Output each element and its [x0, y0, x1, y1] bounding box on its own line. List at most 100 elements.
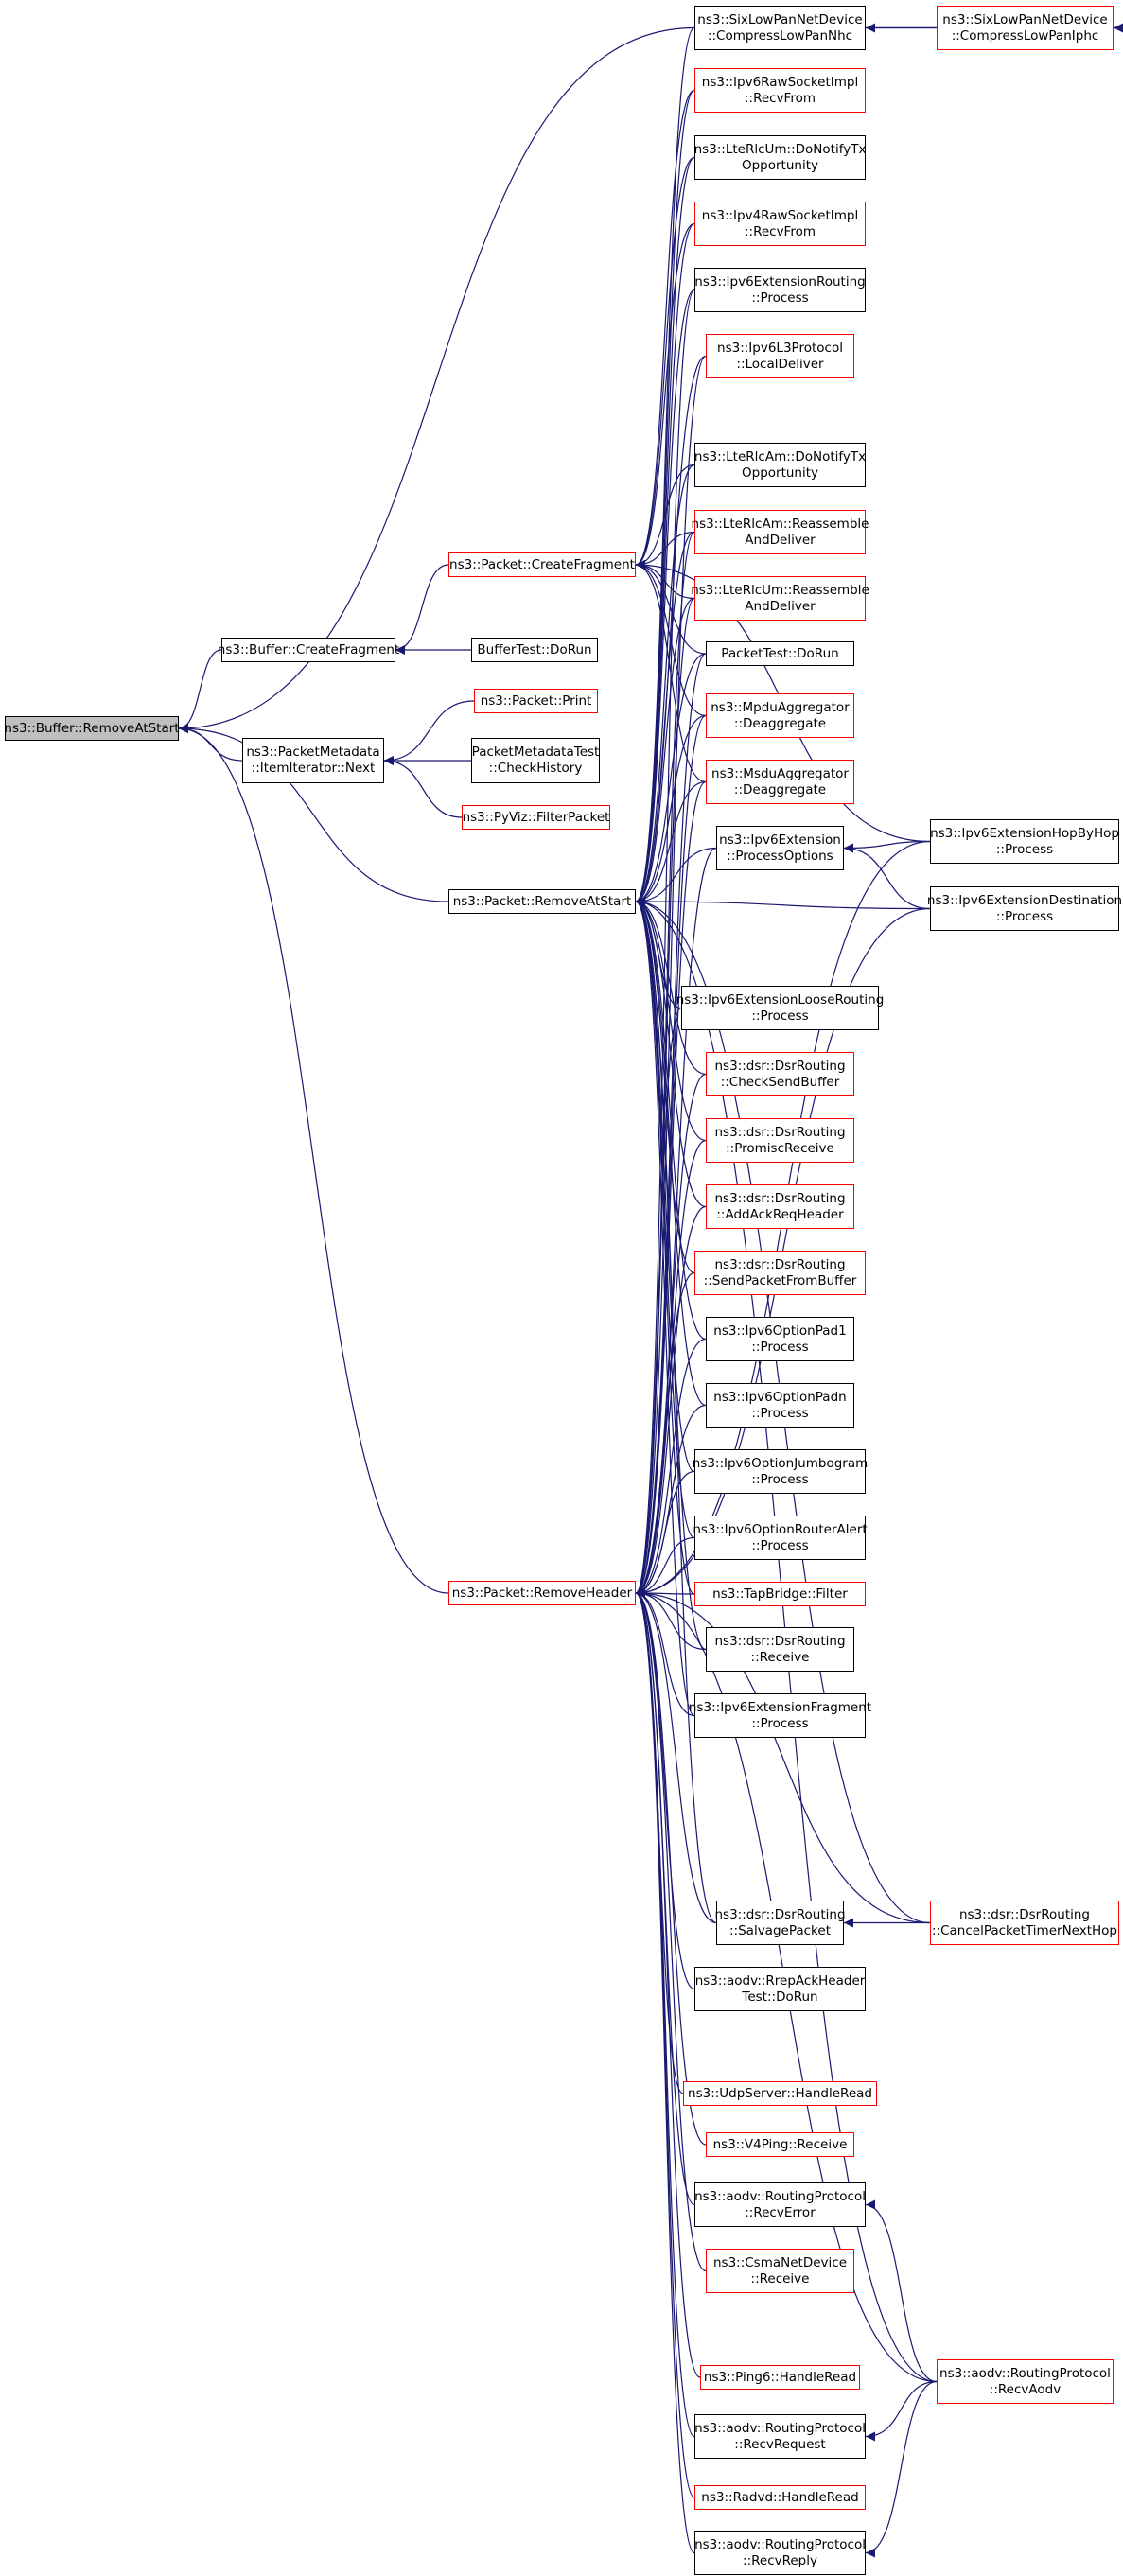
- edge-mpdu-to-pkt_ras: [635, 714, 707, 906]
- node-dsrrouting-cancelpackettimernexthop[interactable]: ns3::dsr::DsrRouting ::CancelPacketTimer…: [930, 1901, 1119, 1945]
- edge-pkttest-to-pkt_cf: [635, 560, 707, 655]
- edge-pm_next-to-root: [178, 724, 243, 762]
- edge-ipv6frag-to-pkt_rh: [635, 1588, 695, 1717]
- node-ipv6extensiondestination-process[interactable]: ns3::Ipv6ExtensionDestination ::Process: [927, 886, 1122, 931]
- node-aodv-recvaodv[interactable]: ns3::aodv::RoutingProtocol ::RecvAodv: [937, 2359, 1114, 2404]
- node-packettest-dorun[interactable]: PacketTest::DoRun: [706, 641, 854, 666]
- node-mpduaggregator-deaggregate[interactable]: ns3::MpduAggregator ::Deaggregate: [706, 693, 854, 738]
- node-packet-print[interactable]: ns3::Packet::Print: [474, 689, 598, 713]
- edge-pkt_print-to-pm_next: [383, 700, 475, 765]
- edge-ping6-to-pkt_rh: [635, 1588, 701, 2378]
- node-dsrrouting-addackreqheader[interactable]: ns3::dsr::DsrRouting ::AddAckReqHeader: [706, 1184, 854, 1229]
- edge-ipv6ext_routing-to-pkt_ras: [635, 289, 695, 906]
- node-dsrrouting-receive[interactable]: ns3::dsr::DsrRouting ::Receive: [706, 1627, 854, 1672]
- edge-pkt_cf-to-buffer_cf: [395, 564, 449, 655]
- edge-ipv4raw-to-pkt_cf: [635, 222, 695, 570]
- node-ipv6optionrouteralert-process[interactable]: ns3::Ipv6OptionRouterAlert ::Process: [693, 1516, 868, 1560]
- node-aodv-recvreply[interactable]: ns3::aodv::RoutingProtocol ::RecvReply: [694, 2531, 866, 2575]
- edge-lteum_tx-to-pkt_ras: [635, 156, 695, 906]
- edge-radvd-to-pkt_rh: [635, 1588, 695, 2498]
- edge-lteum_re-to-pkt_ras: [635, 597, 695, 906]
- node-dsrrouting-salvagepacket[interactable]: ns3::dsr::DsrRouting ::SalvagePacket: [714, 1901, 846, 1945]
- node-packet-remove-at-start[interactable]: ns3::Packet::RemoveAtStart: [448, 889, 636, 914]
- node-aodv-recvrequest[interactable]: ns3::aodv::RoutingProtocol ::RecvRequest: [694, 2414, 866, 2459]
- node-packetmetadata-next[interactable]: ns3::PacketMetadata ::ItemIterator::Next: [242, 738, 384, 783]
- node-dsrrouting-sendpacketfrombuffer[interactable]: ns3::dsr::DsrRouting ::SendPacketFromBuf…: [694, 1251, 866, 1295]
- edge-lteam_tx-to-pkt_ras: [635, 464, 695, 906]
- edge-aodv_raodv-to-aodv_rrepl: [865, 2380, 938, 2558]
- edge-ipv6ext_dest-to-pkt_ras: [635, 897, 931, 910]
- edge-dsr_aarh-to-pkt_rh: [635, 1205, 707, 1598]
- node-ltercam-donotifytx[interactable]: ns3::LteRlcAm::DoNotifyTx Opportunity: [694, 443, 866, 487]
- node-ipv6optionpadn-process[interactable]: ns3::Ipv6OptionPadn ::Process: [706, 1383, 854, 1428]
- node-packet-create-fragment[interactable]: ns3::Packet::CreateFragment: [448, 552, 636, 577]
- edge-pkt_ras-to-root: [178, 724, 449, 902]
- node-packet-remove-header[interactable]: ns3::Packet::RemoveHeader: [448, 1581, 636, 1605]
- node-ipv6rawsocket-recvfrom[interactable]: ns3::Ipv6RawSocketImpl ::RecvFrom: [694, 68, 866, 113]
- node-ltercum-donotifytx[interactable]: ns3::LteRlcUm::DoNotifyTx Opportunity: [694, 135, 866, 180]
- edge-aodv_rrepl-to-pkt_rh: [635, 1588, 695, 2554]
- node-ltercam-reassemble[interactable]: ns3::LteRlcAm::Reassemble AndDeliver: [692, 510, 869, 554]
- edge-ipv6l3-to-pkt_rh: [635, 355, 707, 1598]
- edge-jumbo-to-pkt_rh: [635, 1470, 695, 1598]
- node-ipv6extensionfragment-process[interactable]: ns3::Ipv6ExtensionFragment ::Process: [689, 1693, 871, 1738]
- edge-dsr_pr-to-pkt_ras: [635, 897, 707, 1142]
- edge-lteum_tx-to-pkt_cf: [635, 156, 695, 570]
- edge-pkttest-to-pkt_ras: [635, 653, 707, 906]
- edge-ipv6ext_loose-to-pkt_rh: [635, 1007, 682, 1598]
- node-packetmetadatatest-checkhistory[interactable]: PacketMetadataTest ::CheckHistory: [471, 738, 600, 783]
- node-radvd-handleread[interactable]: ns3::Radvd::HandleRead: [694, 2485, 866, 2510]
- edge-aodv_rreq-to-pkt_rh: [635, 1588, 695, 2438]
- edge-aodv_raodv-to-aodv_rerr: [865, 2199, 938, 2383]
- node-ipv6l3protocol-localdeliver[interactable]: ns3::Ipv6L3Protocol ::LocalDeliver: [706, 334, 854, 378]
- node-ipv6extension-processoptions[interactable]: ns3::Ipv6Extension ::ProcessOptions: [716, 826, 844, 870]
- edge-pad1-to-pkt_rh: [635, 1338, 707, 1598]
- edge-msdu-to-pkt_rh: [635, 780, 707, 1598]
- node-ipv6optionjumbogram-process[interactable]: ns3::Ipv6OptionJumbogram ::Process: [693, 1449, 868, 1494]
- node-ipv4rawsocket-recvfrom[interactable]: ns3::Ipv4RawSocketImpl ::RecvFrom: [694, 202, 866, 246]
- node-v4ping-receive[interactable]: ns3::V4Ping::Receive: [706, 2132, 854, 2157]
- node-buffer-create-fragment[interactable]: ns3::Buffer::CreateFragment: [218, 638, 399, 662]
- node-ipv6optionpad1-process[interactable]: ns3::Ipv6OptionPad1 ::Process: [706, 1317, 854, 1361]
- edge-v4ping-to-pkt_rh: [635, 1588, 707, 2146]
- edge-ipv6ext_dest-to-ipv6ext_po: [843, 843, 931, 910]
- node-aodv-recverror[interactable]: ns3::aodv::RoutingProtocol ::RecvError: [694, 2182, 866, 2227]
- edge-pkt_rh-to-root: [178, 724, 449, 1594]
- edge-buffer_cf-to-root: [178, 649, 222, 733]
- node-dsrrouting-promiscreceive[interactable]: ns3::dsr::DsrRouting ::PromiscReceive: [706, 1118, 854, 1163]
- node-csmanetdevice-receive[interactable]: ns3::CsmaNetDevice ::Receive: [706, 2249, 854, 2293]
- node-udpserver-handleread[interactable]: ns3::UdpServer::HandleRead: [683, 2081, 877, 2106]
- edge-pyviz-to-pm_next: [383, 756, 463, 818]
- edge-dsr_cptnh-to-pkt_rh: [635, 1588, 931, 1924]
- node-ipv6extensionhopbyhop-process[interactable]: ns3::Ipv6ExtensionHopByHop ::Process: [930, 819, 1119, 864]
- edge-dsr_salvage-to-pkt_rh: [635, 1588, 717, 1924]
- node-ping6-handleread[interactable]: ns3::Ping6::HandleRead: [700, 2365, 860, 2390]
- edge-tapbridge-to-pkt_ras: [635, 897, 695, 1595]
- node-sixlowpan-compress-iphc[interactable]: ns3::SixLowPanNetDevice ::CompressLowPan…: [937, 6, 1114, 50]
- edge-dsr_recv-to-pkt_rh: [635, 1588, 707, 1651]
- edge-ralert-to-pkt_ras: [635, 897, 695, 1539]
- edge-dsr_salvage-to-pkt_ras: [635, 897, 717, 1924]
- node-pyviz-filterpacket[interactable]: ns3::PyViz::FilterPacket: [462, 805, 610, 830]
- edge-lteam_re-to-pkt_ras: [635, 531, 695, 906]
- edge-ipv6ext_hbh-to-ipv6ext_po: [843, 840, 931, 853]
- node-tapbridge-filter[interactable]: ns3::TapBridge::Filter: [694, 1582, 866, 1606]
- edge-aodv_raodv-to-aodv_rreq: [865, 2380, 938, 2442]
- edge-sixlow_nhc-to-root: [178, 26, 695, 733]
- node-aodv-rrepackheadertest-dorun[interactable]: ns3::aodv::RrepAckHeader Test::DoRun: [694, 1967, 866, 2011]
- node-ltercum-reassemble[interactable]: ns3::LteRlcUm::Reassemble AndDeliver: [691, 576, 869, 621]
- edge-ipv6ext_po-to-pkt_ras: [635, 847, 717, 906]
- edge-csma-to-pkt_rh: [635, 1588, 707, 2272]
- node-dsrrouting-checksendbuffer[interactable]: ns3::dsr::DsrRouting ::CheckSendBuffer: [706, 1052, 854, 1096]
- node-root: ns3::Buffer::RemoveAtStart: [4, 716, 180, 741]
- edge-ipv6raw-to-pkt_cf: [635, 89, 695, 570]
- node-buffertest-dorun[interactable]: BufferTest::DoRun: [471, 638, 598, 662]
- edge-ipv4raw-to-pkt_ras: [635, 222, 695, 906]
- node-ipv6extensionrouting-process[interactable]: ns3::Ipv6ExtensionRouting ::Process: [694, 268, 866, 312]
- edge-dsr_spfb-to-pkt_rh: [635, 1271, 695, 1598]
- node-sixlowpan-compress-nhc[interactable]: ns3::SixLowPanNetDevice ::CompressLowPan…: [694, 6, 866, 50]
- node-ipv6extensionlooserouting-process[interactable]: ns3::Ipv6ExtensionLooseRouting ::Process: [676, 986, 884, 1030]
- node-msduaggregator-deaggregate[interactable]: ns3::MsduAggregator ::Deaggregate: [706, 760, 854, 804]
